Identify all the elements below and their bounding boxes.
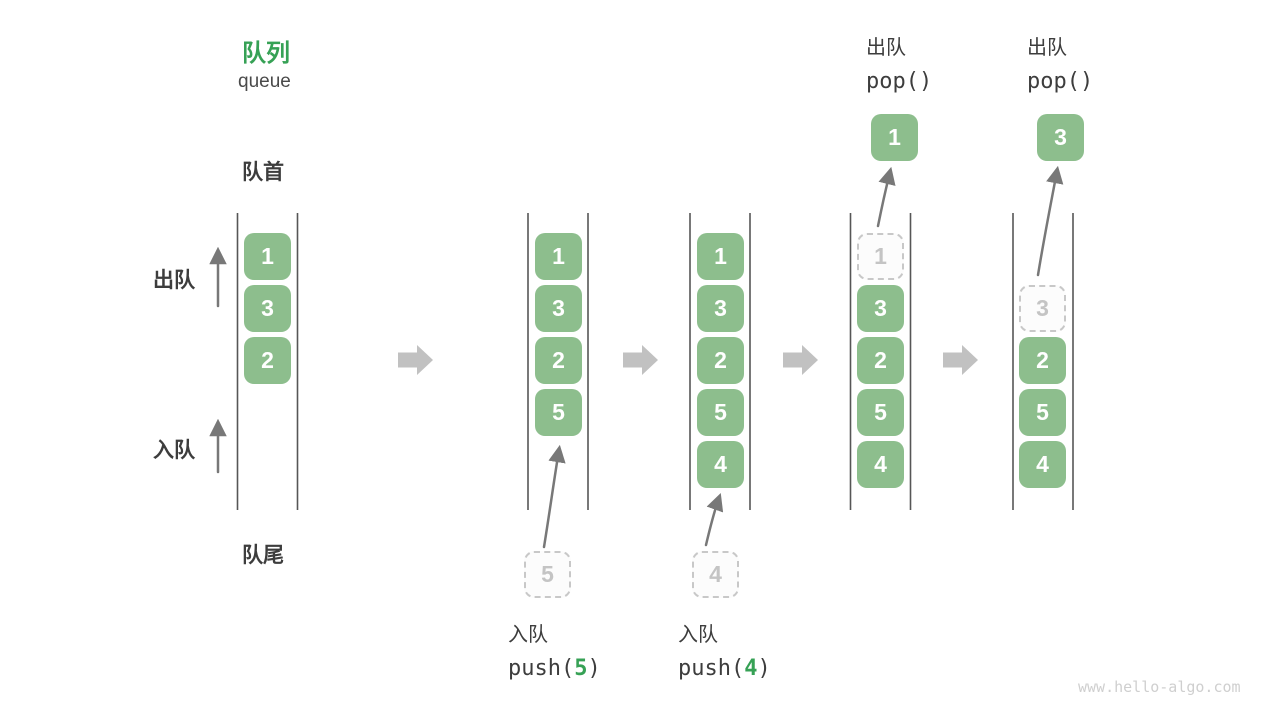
queue-item: 4 (1019, 441, 1066, 488)
transition-arrow-icon (943, 345, 978, 375)
op-code: push(4) (678, 656, 771, 681)
queue-item: 1 (535, 233, 582, 280)
queue-item-ghost: 3 (1019, 285, 1066, 332)
staged-item: 5 (524, 551, 571, 598)
op-arg: 4 (744, 656, 758, 681)
dequeue-side-label: 出队 (153, 269, 195, 292)
transition-arrow-icon (623, 345, 658, 375)
queue-item: 2 (244, 337, 291, 384)
queue-item: 5 (535, 389, 582, 436)
push-arrow-icon (704, 493, 724, 547)
front-label: 队首 (242, 161, 284, 184)
transition-arrow-icon (783, 345, 818, 375)
op-code: pop() (866, 69, 933, 94)
op-pop2-label: 出队 pop() (1027, 31, 1093, 94)
pop-arrow-icon (876, 166, 896, 228)
queue-item: 3 (535, 285, 582, 332)
op-name: 入队 (508, 624, 548, 646)
op-push5-label: 入队 push(5) (508, 618, 601, 681)
op-code: push(5) (508, 656, 601, 681)
enqueue-side-label: 入队 (153, 439, 195, 462)
op-arg: 5 (574, 656, 588, 681)
queue-item: 4 (697, 441, 744, 488)
staged-item: 4 (692, 551, 739, 598)
rear-label: 队尾 (242, 544, 284, 567)
op-code: pop() (1027, 69, 1094, 94)
queue-item: 2 (535, 337, 582, 384)
queue-item: 4 (857, 441, 904, 488)
watermark: www.hello-algo.com (1078, 678, 1241, 696)
queue-item: 5 (697, 389, 744, 436)
queue-item: 1 (697, 233, 744, 280)
queue-item: 5 (857, 389, 904, 436)
transition-arrow-icon (398, 345, 433, 375)
queue-item-ghost: 1 (857, 233, 904, 280)
queue-item: 3 (857, 285, 904, 332)
op-name: 出队 (866, 37, 906, 59)
queue-item: 2 (1019, 337, 1066, 384)
push-arrow-icon (542, 444, 566, 549)
queue-item: 3 (244, 285, 291, 332)
queue-item: 2 (697, 337, 744, 384)
queue-item: 5 (1019, 389, 1066, 436)
page-title: 队列 (242, 40, 290, 67)
popped-item: 3 (1037, 114, 1084, 161)
popped-item: 1 (871, 114, 918, 161)
op-name: 出队 (1027, 37, 1067, 59)
pop-arrow-icon (1036, 165, 1064, 277)
page-subtitle: queue (238, 71, 291, 92)
op-name: 入队 (678, 624, 718, 646)
op-push4-label: 入队 push(4) (678, 618, 771, 681)
queue-item: 3 (697, 285, 744, 332)
queue-item: 2 (857, 337, 904, 384)
op-pop1-label: 出队 pop() (866, 31, 932, 94)
queue-item: 1 (244, 233, 291, 280)
